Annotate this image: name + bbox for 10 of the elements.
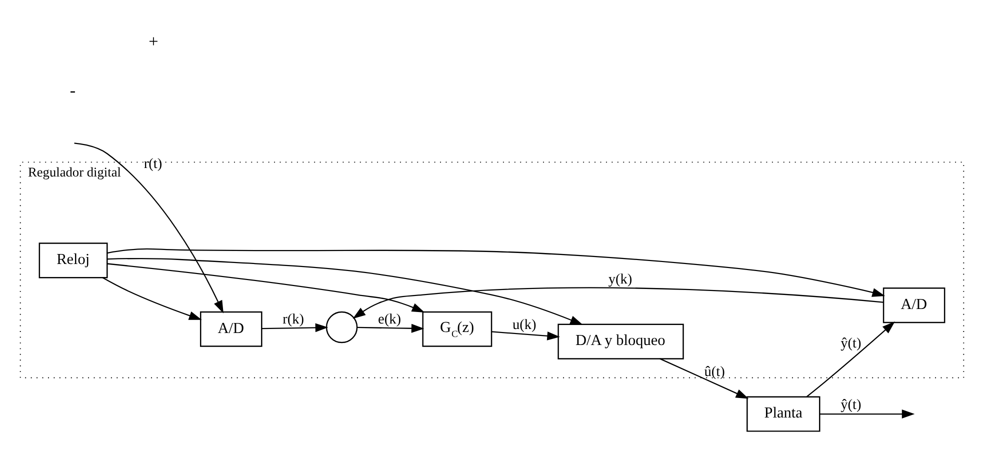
edge-label: e(k) bbox=[378, 311, 402, 328]
label: - bbox=[70, 80, 76, 100]
edge-label: r(t) bbox=[144, 156, 162, 172]
edge-label: y(k) bbox=[608, 271, 632, 288]
edge-label: r(k) bbox=[282, 311, 304, 328]
label: + bbox=[148, 32, 158, 52]
edge-label: û(t) bbox=[704, 364, 725, 380]
edge-label: ŷ(t) bbox=[840, 397, 862, 414]
edge-label: ŷ(t) bbox=[840, 335, 862, 352]
edge-label: u(k) bbox=[512, 317, 536, 334]
